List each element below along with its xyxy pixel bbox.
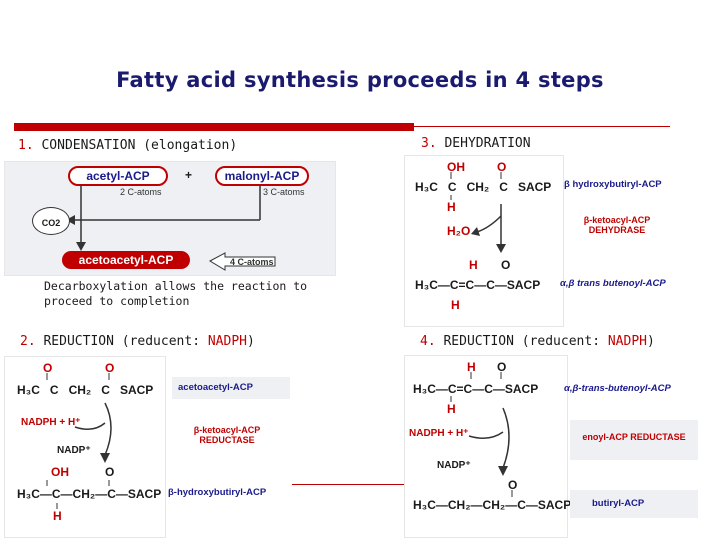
step3-substrate-label: β hydroxybutiryl-ACP xyxy=(564,179,662,190)
step3-h3c: H₃C xyxy=(415,180,438,194)
step4-number: 4. xyxy=(420,334,436,349)
divider-rule xyxy=(292,484,406,485)
step4-heading: 4. REDUCTION (reducent: NADPH) xyxy=(420,334,655,349)
co2-label: CO2 xyxy=(41,218,61,228)
step2-structures: O O H₃C C CH₂ C SACP NADPH + H⁺ NADP⁺ OH… xyxy=(4,356,166,538)
step4-h-bottom: H xyxy=(447,402,456,416)
step2-substrate-tag: acetoacetyl-ACP xyxy=(172,377,290,399)
step2-ch2: CH₂ xyxy=(68,383,92,397)
step2-arrow xyxy=(46,373,112,509)
step2-heading-text: REDUCTION (reducent: xyxy=(43,334,208,349)
step3-water: H₂O xyxy=(447,224,471,238)
step4-product-chain: H₃C—CH₂—CH₂—C—SACP xyxy=(413,498,572,512)
step4-heading-close: ) xyxy=(647,334,655,349)
step1-number: 1. xyxy=(18,138,34,153)
co2-circle: CO2 xyxy=(32,207,70,235)
page-title: Fatty acid synthesis proceeds in 4 steps xyxy=(116,68,604,92)
step2-substrate-label: acetoacetyl-ACP xyxy=(178,382,253,393)
step3-h-lower: H xyxy=(451,298,460,312)
step2-substrate-chain: H₃C C CH₂ C SACP xyxy=(17,383,153,397)
step2-oh: OH xyxy=(51,465,69,479)
step2-reducent: NADPH xyxy=(207,334,247,349)
plus-sign: + xyxy=(185,168,193,182)
acetoacetyl-acp-box: acetoacetyl-ACP xyxy=(62,251,190,269)
step2-o2: O xyxy=(105,361,115,375)
step4-nadph: NADPH + H⁺ xyxy=(409,428,469,439)
step2-sacp: SACP xyxy=(119,383,154,397)
step3-ch2: CH₂ xyxy=(466,180,490,194)
step2-c1: C xyxy=(49,383,59,397)
step3-product-label: α,β trans butenoyl-ACP xyxy=(560,278,666,289)
step2-nadp: NADP⁺ xyxy=(57,445,91,456)
step2-nadph: NADPH + H⁺ xyxy=(21,417,81,428)
step2-enzyme-label: β-ketoacyl-ACP REDUCTASE xyxy=(193,425,261,445)
step2-c2: C xyxy=(101,383,110,397)
step4-product-tag: butiryl-ACP xyxy=(570,490,698,518)
title-rule-thin xyxy=(414,126,670,127)
step2-number: 2. xyxy=(20,334,36,349)
step3-heading-text: DEHYDRATION xyxy=(444,136,531,151)
product-carbons: 4 C-atoms xyxy=(230,257,274,267)
acetyl-carbons: 2 C-atoms xyxy=(120,187,162,197)
step3-enzyme-label: β-ketoacyl-ACP DEHYDRASE xyxy=(583,215,651,235)
step1-heading-text: CONDENSATION (elongation) xyxy=(41,138,238,153)
step2-heading-close: ) xyxy=(247,334,255,349)
step3-o-top: O xyxy=(497,160,507,174)
step3-substrate-chain: H₃C C CH₂ C SACP xyxy=(415,180,551,194)
title-rule-thick xyxy=(14,123,414,131)
acetyl-acp-box: acetyl-ACP xyxy=(68,166,168,186)
step3-heading: 3. DEHYDRATION xyxy=(421,136,531,151)
step4-arrow xyxy=(450,372,513,497)
step4-nadp: NADP⁺ xyxy=(437,460,471,471)
step2-product-chain: H₃C—C—CH₂—C—SACP xyxy=(17,487,162,501)
malonyl-carbons: 3 C-atoms xyxy=(263,187,305,197)
step2-h: H xyxy=(53,509,62,523)
step1-diagram: acetyl-ACP 2 C-atoms + malonyl-ACP 3 C-a… xyxy=(4,161,336,276)
step4-enzyme-label: enoyl-ACP REDUCTASE xyxy=(582,432,686,442)
step4-structures: H O H₃C—C=C—C—SACP H NADPH + H⁺ NADP⁺ O … xyxy=(404,355,572,538)
step4-h-top: H xyxy=(467,360,476,374)
step3-product-chain: H₃C—C=C—C—SACP xyxy=(415,278,541,292)
step3-sacp: SACP xyxy=(517,180,552,194)
step4-substrate-label: α,β-trans-butenoyl-ACP xyxy=(564,383,671,394)
step4-heading-text: REDUCTION (reducent: xyxy=(443,334,608,349)
step2-o3: O xyxy=(105,465,115,479)
step2-h3c: H₃C xyxy=(17,383,40,397)
step3-c2: C xyxy=(499,180,508,194)
step3-number: 3. xyxy=(421,136,437,151)
step1-arrows xyxy=(66,186,276,271)
step3-structures: OH O H₃C C CH₂ C SACP H H₂O H O H₃C—C=C—… xyxy=(404,155,564,327)
step4-o1: O xyxy=(497,360,507,374)
step2-o1: O xyxy=(43,361,53,375)
step3-arrow xyxy=(450,172,506,253)
step4-substrate-chain: H₃C—C=C—C—SACP xyxy=(413,382,539,396)
step4-o2: O xyxy=(508,478,518,492)
step3-oh: OH xyxy=(447,160,465,174)
step1-heading: 1. CONDENSATION (elongation) xyxy=(18,138,237,153)
step4-reducent: NADPH xyxy=(607,334,647,349)
step2-product-label: β-hydroxybutiryl-ACP xyxy=(168,487,267,498)
decarboxylation-note: Decarboxylation allows the reaction to p… xyxy=(44,279,308,308)
step3-h-bottom: H xyxy=(447,200,456,214)
malonyl-acp-box: malonyl-ACP xyxy=(215,166,309,186)
step3-h-top: H xyxy=(469,258,478,272)
step2-heading: 2. REDUCTION (reducent: NADPH) xyxy=(20,334,255,349)
step4-product-label: butiryl-ACP xyxy=(592,498,645,509)
step3-o-product: O xyxy=(501,258,511,272)
step3-c1: C xyxy=(447,180,457,194)
step4-enzyme-tag: enoyl-ACP REDUCTASE xyxy=(570,420,698,460)
